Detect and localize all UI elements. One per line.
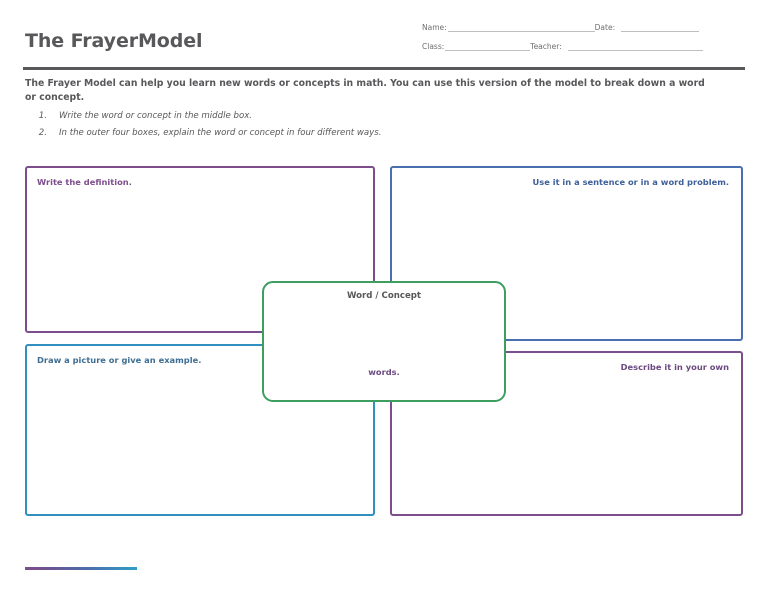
quadrant-box-definition[interactable]: Write the definition.	[25, 166, 375, 333]
instruction-steps-list: 1. Write the word or concept in the midd…	[25, 108, 625, 142]
class-field-input[interactable]	[445, 41, 531, 51]
field-row-class-teacher: Class: Teacher:	[422, 41, 747, 51]
footer-accent-line	[25, 567, 137, 570]
class-field-label: Class:	[422, 42, 445, 51]
quadrant-label-definition: Write the definition.	[37, 177, 132, 187]
footer-accent-tick	[25, 567, 35, 570]
quadrant-label-sentence: Use it in a sentence or in a word proble…	[532, 177, 729, 187]
step-number: 2.	[38, 128, 47, 138]
date-field-label: Date:	[594, 23, 616, 32]
header-divider	[23, 67, 745, 70]
list-item: 1. Write the word or concept in the midd…	[25, 108, 625, 125]
quadrant-box-describe[interactable]: Describe it in your own	[390, 351, 743, 516]
student-info-fields: Name: Date: Class: Teacher:	[422, 22, 747, 60]
name-field-label: Name:	[422, 23, 447, 32]
step-text: Write the word or concept in the middle …	[59, 111, 253, 121]
list-item: 2. In the outer four boxes, explain the …	[25, 125, 625, 142]
date-field-input[interactable]	[621, 22, 700, 32]
center-box-title: Word / Concept	[346, 291, 422, 301]
name-field-input[interactable]	[447, 22, 595, 32]
teacher-field-label: Teacher:	[530, 42, 562, 51]
center-box-word-concept[interactable]: Word / Concept words.	[262, 281, 506, 402]
step-text: In the outer four boxes, explain the wor…	[59, 128, 382, 138]
step-number: 1.	[38, 111, 47, 121]
intro-paragraph: The Frayer Model can help you learn new …	[25, 78, 705, 103]
center-box-overflow-text: words.	[368, 367, 400, 377]
teacher-field-input[interactable]	[567, 41, 703, 51]
field-row-name-date: Name: Date:	[422, 22, 747, 32]
page-title: The FrayerModel	[25, 30, 203, 52]
quadrant-label-picture: Draw a picture or give an example.	[37, 355, 202, 365]
quadrant-label-describe: Describe it in your own	[620, 362, 729, 372]
